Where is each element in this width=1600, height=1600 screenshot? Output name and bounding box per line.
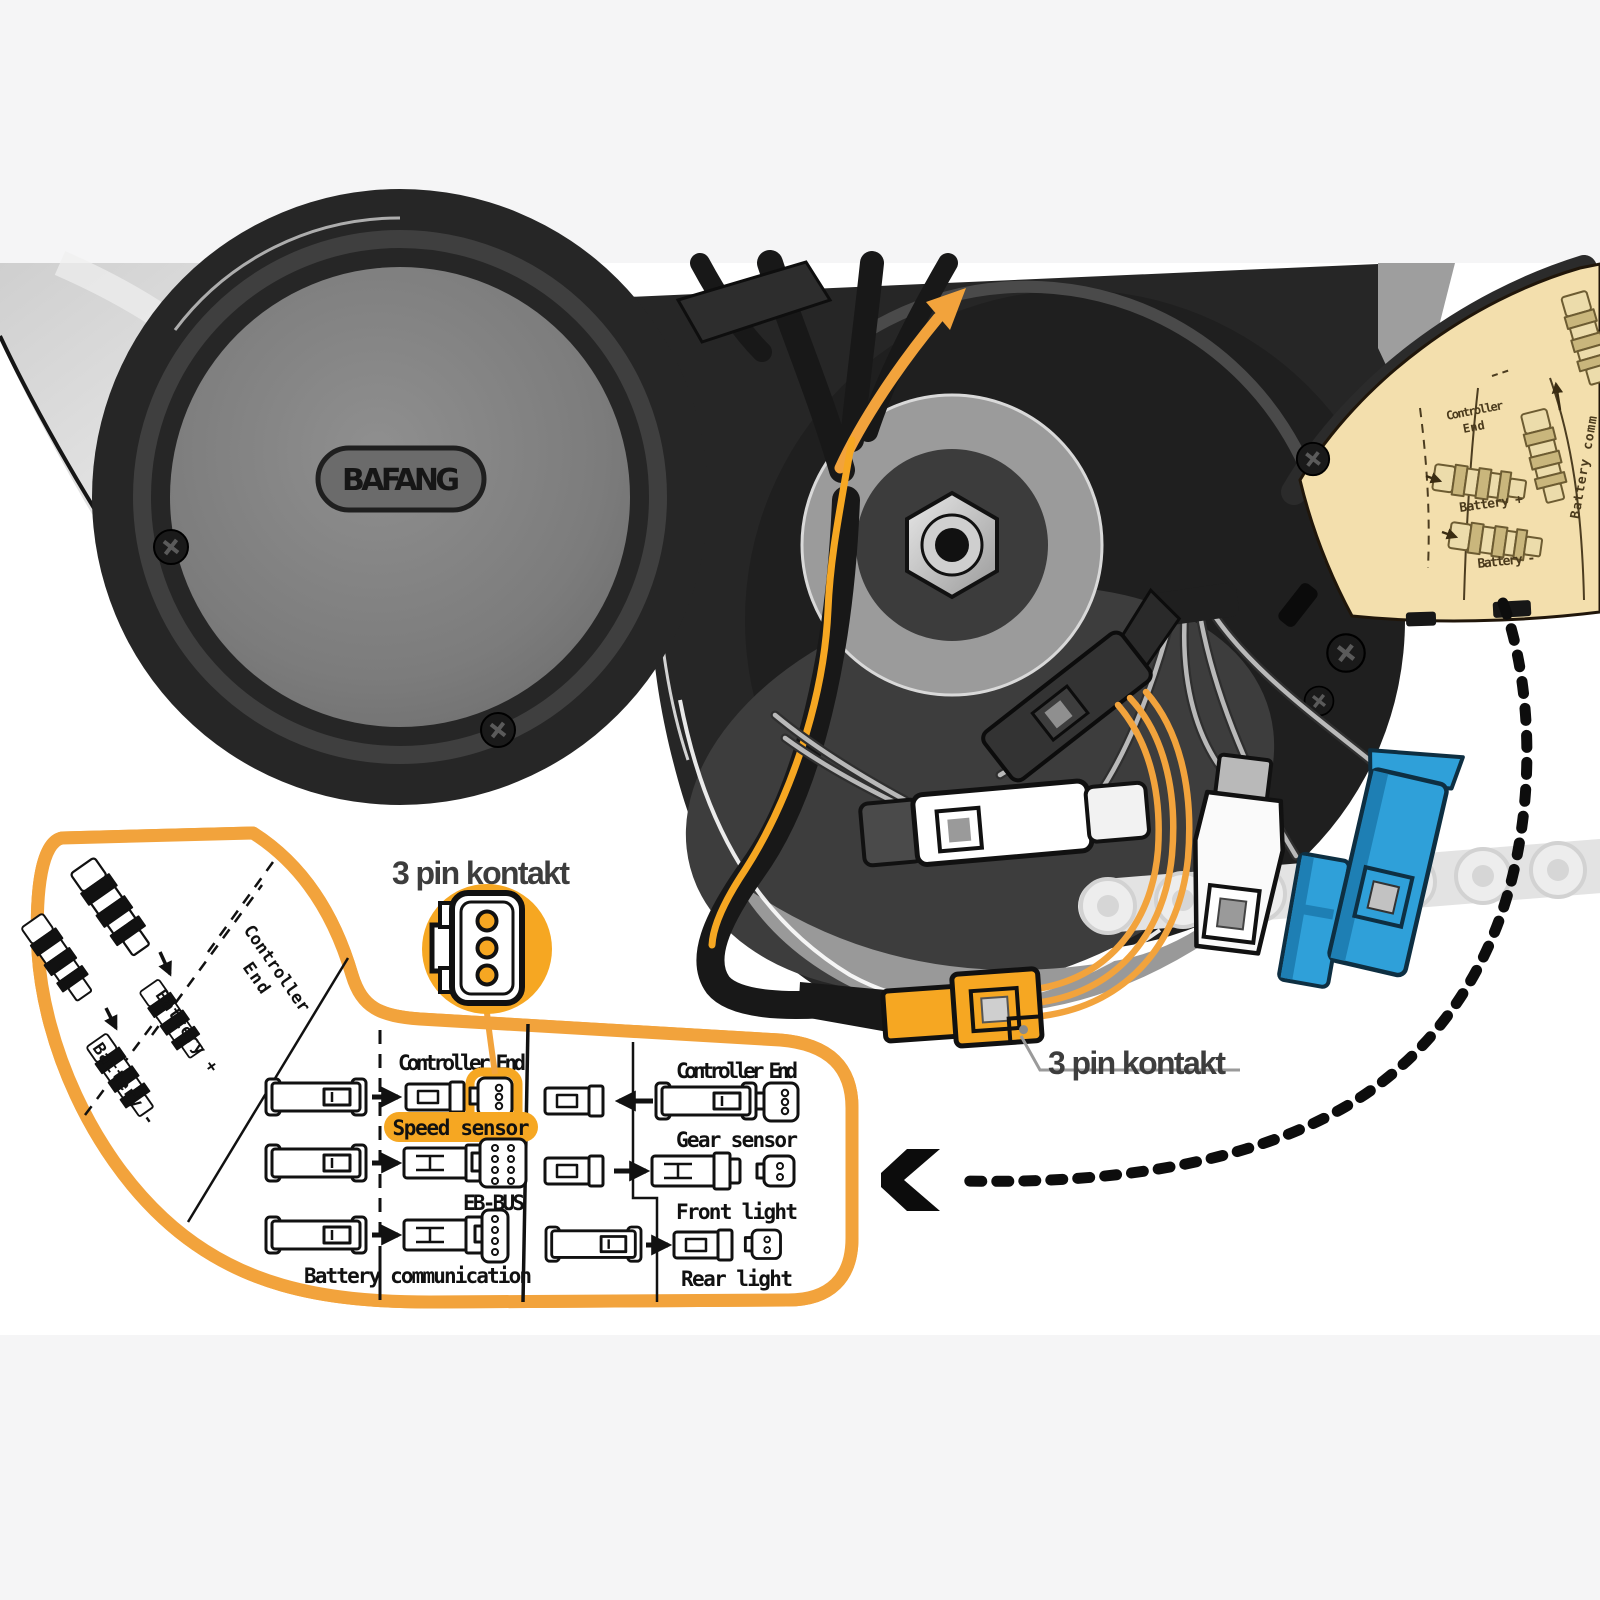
speed-sensor-cable (696, 486, 899, 1020)
legend-right-column: Controller End Gear sensor Front light R… (543, 1059, 800, 1291)
screw-icon (1294, 440, 1332, 478)
connector-icon (650, 1151, 742, 1191)
housing-vent-slot (1278, 583, 1318, 627)
connector-icon (404, 1080, 466, 1114)
orange-3pin-connector (880, 966, 1045, 1049)
white-connector-pair (858, 778, 1151, 868)
white-hanging-connector (1193, 752, 1285, 956)
chevron-left-icon (881, 1149, 940, 1211)
connector-icon (672, 1228, 734, 1262)
panel-label-controller-end: End (1462, 418, 1486, 436)
legend-middle-column: Controller End Speed sensor EB-BUS Batte… (264, 1012, 538, 1288)
connector-icon (264, 1215, 368, 1255)
panel-label-battery-minus: Battery - (1477, 551, 1536, 572)
pin-callout-top-group: 3 pin kontakt (392, 855, 570, 1014)
legend-label-front-light: Front light (676, 1200, 798, 1224)
orange-routing (708, 288, 966, 949)
crank-spindle (800, 393, 1104, 697)
arrow-up-right-icon (926, 288, 966, 330)
connector-icon (654, 1081, 758, 1121)
dotted-path-icon (960, 597, 1533, 1187)
orange-guide-cable (708, 436, 856, 949)
legend-label-gear-sensor: Gear sensor (676, 1128, 798, 1152)
bafang-logo: BAFANG (342, 463, 460, 498)
top-margin-band (0, 0, 1600, 263)
connector-icon (544, 1225, 643, 1263)
eight-pin-end-icon (470, 1137, 528, 1189)
blue-connector-large (1327, 748, 1465, 978)
connector-icon (264, 1077, 368, 1117)
callout-connector-line (484, 1012, 498, 1075)
connector-icon (543, 1154, 605, 1188)
motor-cover: BAFANG (92, 189, 708, 805)
cable-sleeve (798, 982, 888, 1032)
bottom-margin-band (0, 1335, 1600, 1600)
bafang-logo-pill (315, 445, 487, 513)
legend-label-battery-communication: Battery communication (304, 1264, 532, 1288)
screw-icon (152, 528, 190, 566)
three-pin-connector-icon (429, 890, 525, 1006)
callout-leader (1019, 1035, 1240, 1072)
legend-right-header: Controller End (676, 1059, 798, 1083)
connector-icon (264, 1143, 368, 1183)
dark-connector (981, 587, 1182, 783)
orange-ribbon (1038, 688, 1193, 1020)
screw-icon (479, 711, 517, 749)
legend-label-rear-light: Rear light (681, 1267, 793, 1291)
pin-callout-bottom: 3 pin kontakt (1048, 1045, 1226, 1081)
screw-icon (1327, 634, 1364, 671)
connector-icon (543, 1084, 605, 1118)
legend-panel: Controller End Battery + Battery - Contr… (18, 826, 852, 1309)
legend-label-speed-sensor: Speed sensor (393, 1116, 530, 1140)
cable-clamp (675, 260, 833, 344)
speed-sensor-pill (384, 1112, 538, 1142)
